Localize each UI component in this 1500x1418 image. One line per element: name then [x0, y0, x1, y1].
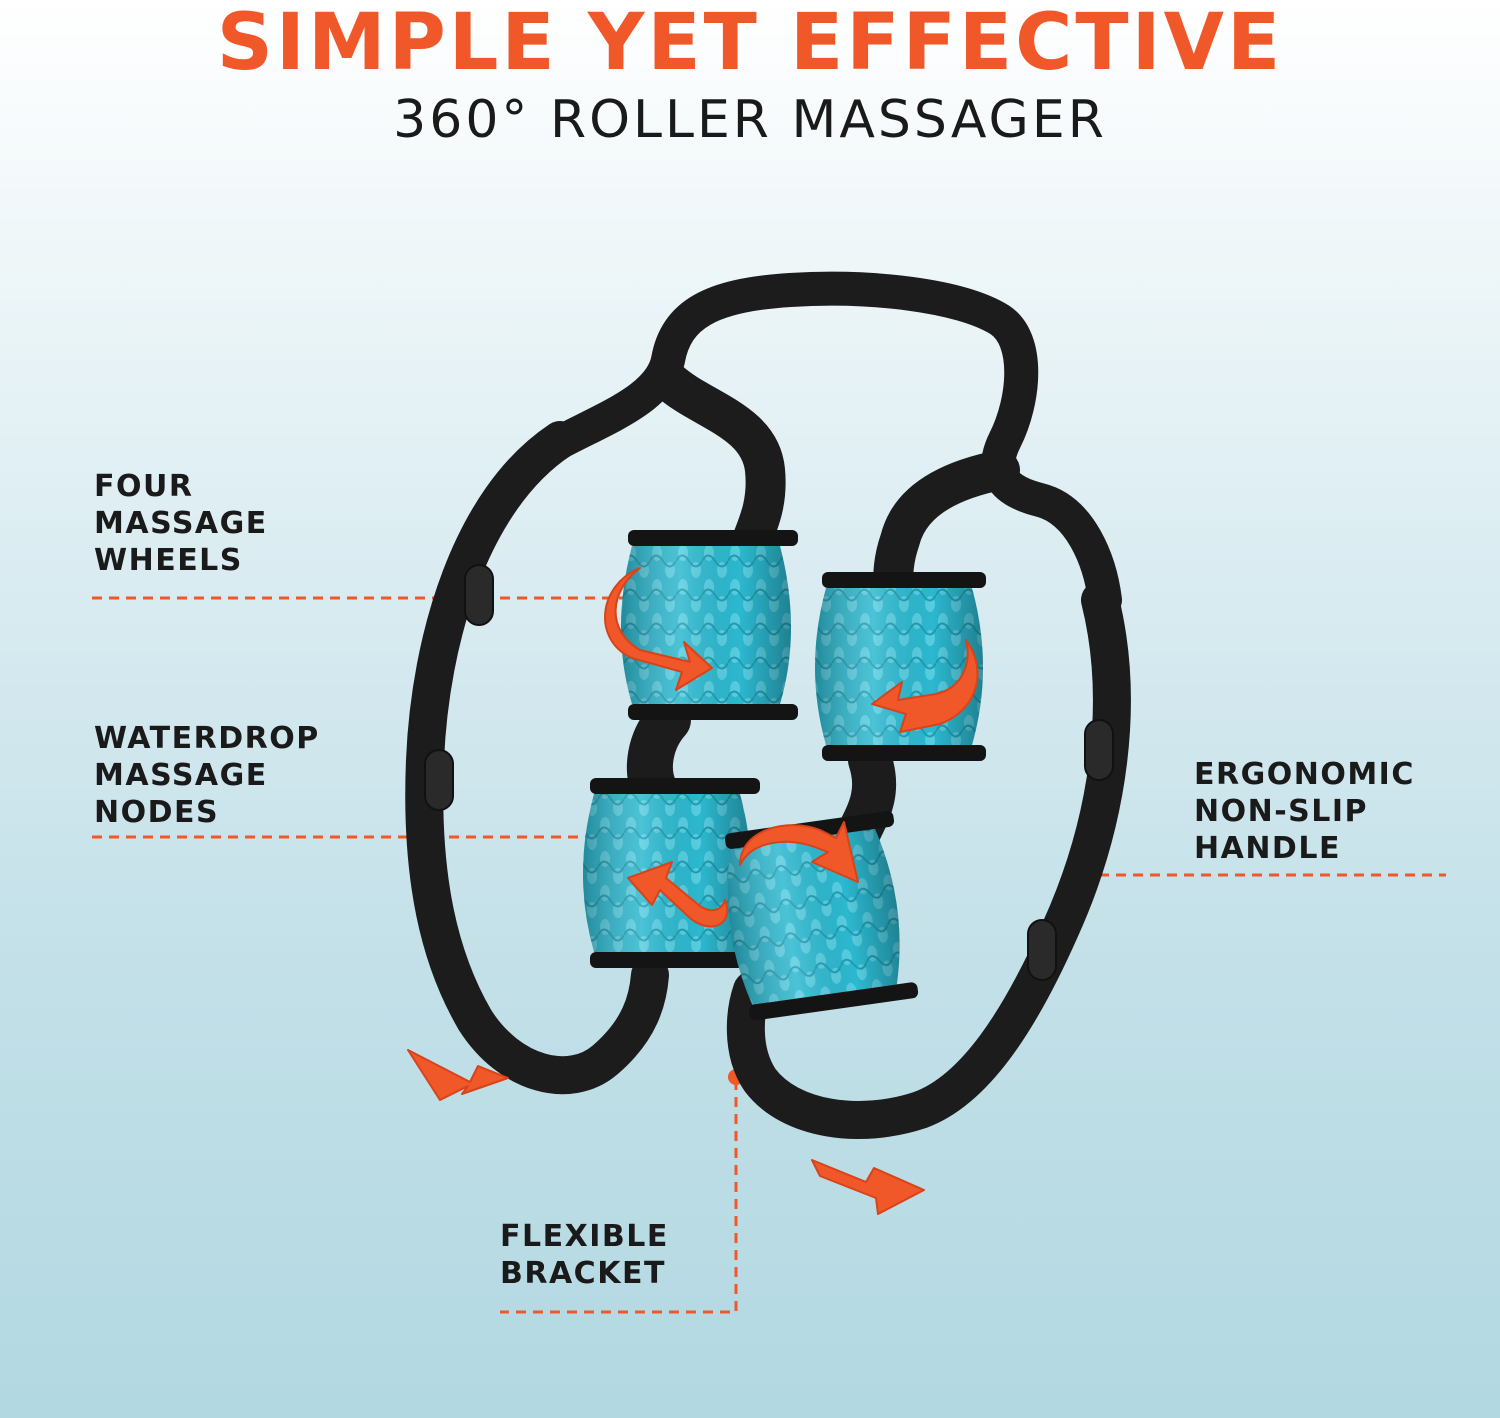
left-inner-arm: [648, 360, 786, 560]
rotation-arrow-icon: [604, 567, 713, 691]
grip-pads: [424, 564, 1114, 981]
rotation-arrow-icon: [627, 861, 729, 928]
grip-pad: [1027, 919, 1057, 981]
left-handle-arc: [405, 421, 669, 1095]
callout-flexible-bracket: FLEXIBLE BRACKET: [500, 1219, 669, 1291]
rotation-arrow-icon: [811, 1159, 925, 1215]
grip-pad: [464, 564, 494, 626]
rotation-arrow-icon: [407, 1049, 509, 1101]
rotation-arrow-icon: [739, 821, 859, 883]
rotation-arrows: [407, 567, 979, 1215]
bracket-leader-line: [500, 1080, 738, 1314]
callout-four-massage-wheels: FOUR MASSAGE WHEELS: [94, 469, 268, 578]
callout-waterdrop-massage-nodes: WATERDROP MASSAGE NODES: [94, 721, 320, 830]
callout-ergonomic-handle: ERGONOMIC NON-SLIP HANDLE: [1194, 757, 1415, 866]
grip-pad: [424, 749, 454, 811]
headline: SIMPLE YET EFFECTIVE: [216, 0, 1284, 88]
rotation-arrow-icon: [871, 639, 979, 733]
grip-pad: [1084, 719, 1114, 781]
subheadline: 360° ROLLER MASSAGER: [393, 90, 1107, 150]
wheel-top-left: [621, 530, 798, 720]
